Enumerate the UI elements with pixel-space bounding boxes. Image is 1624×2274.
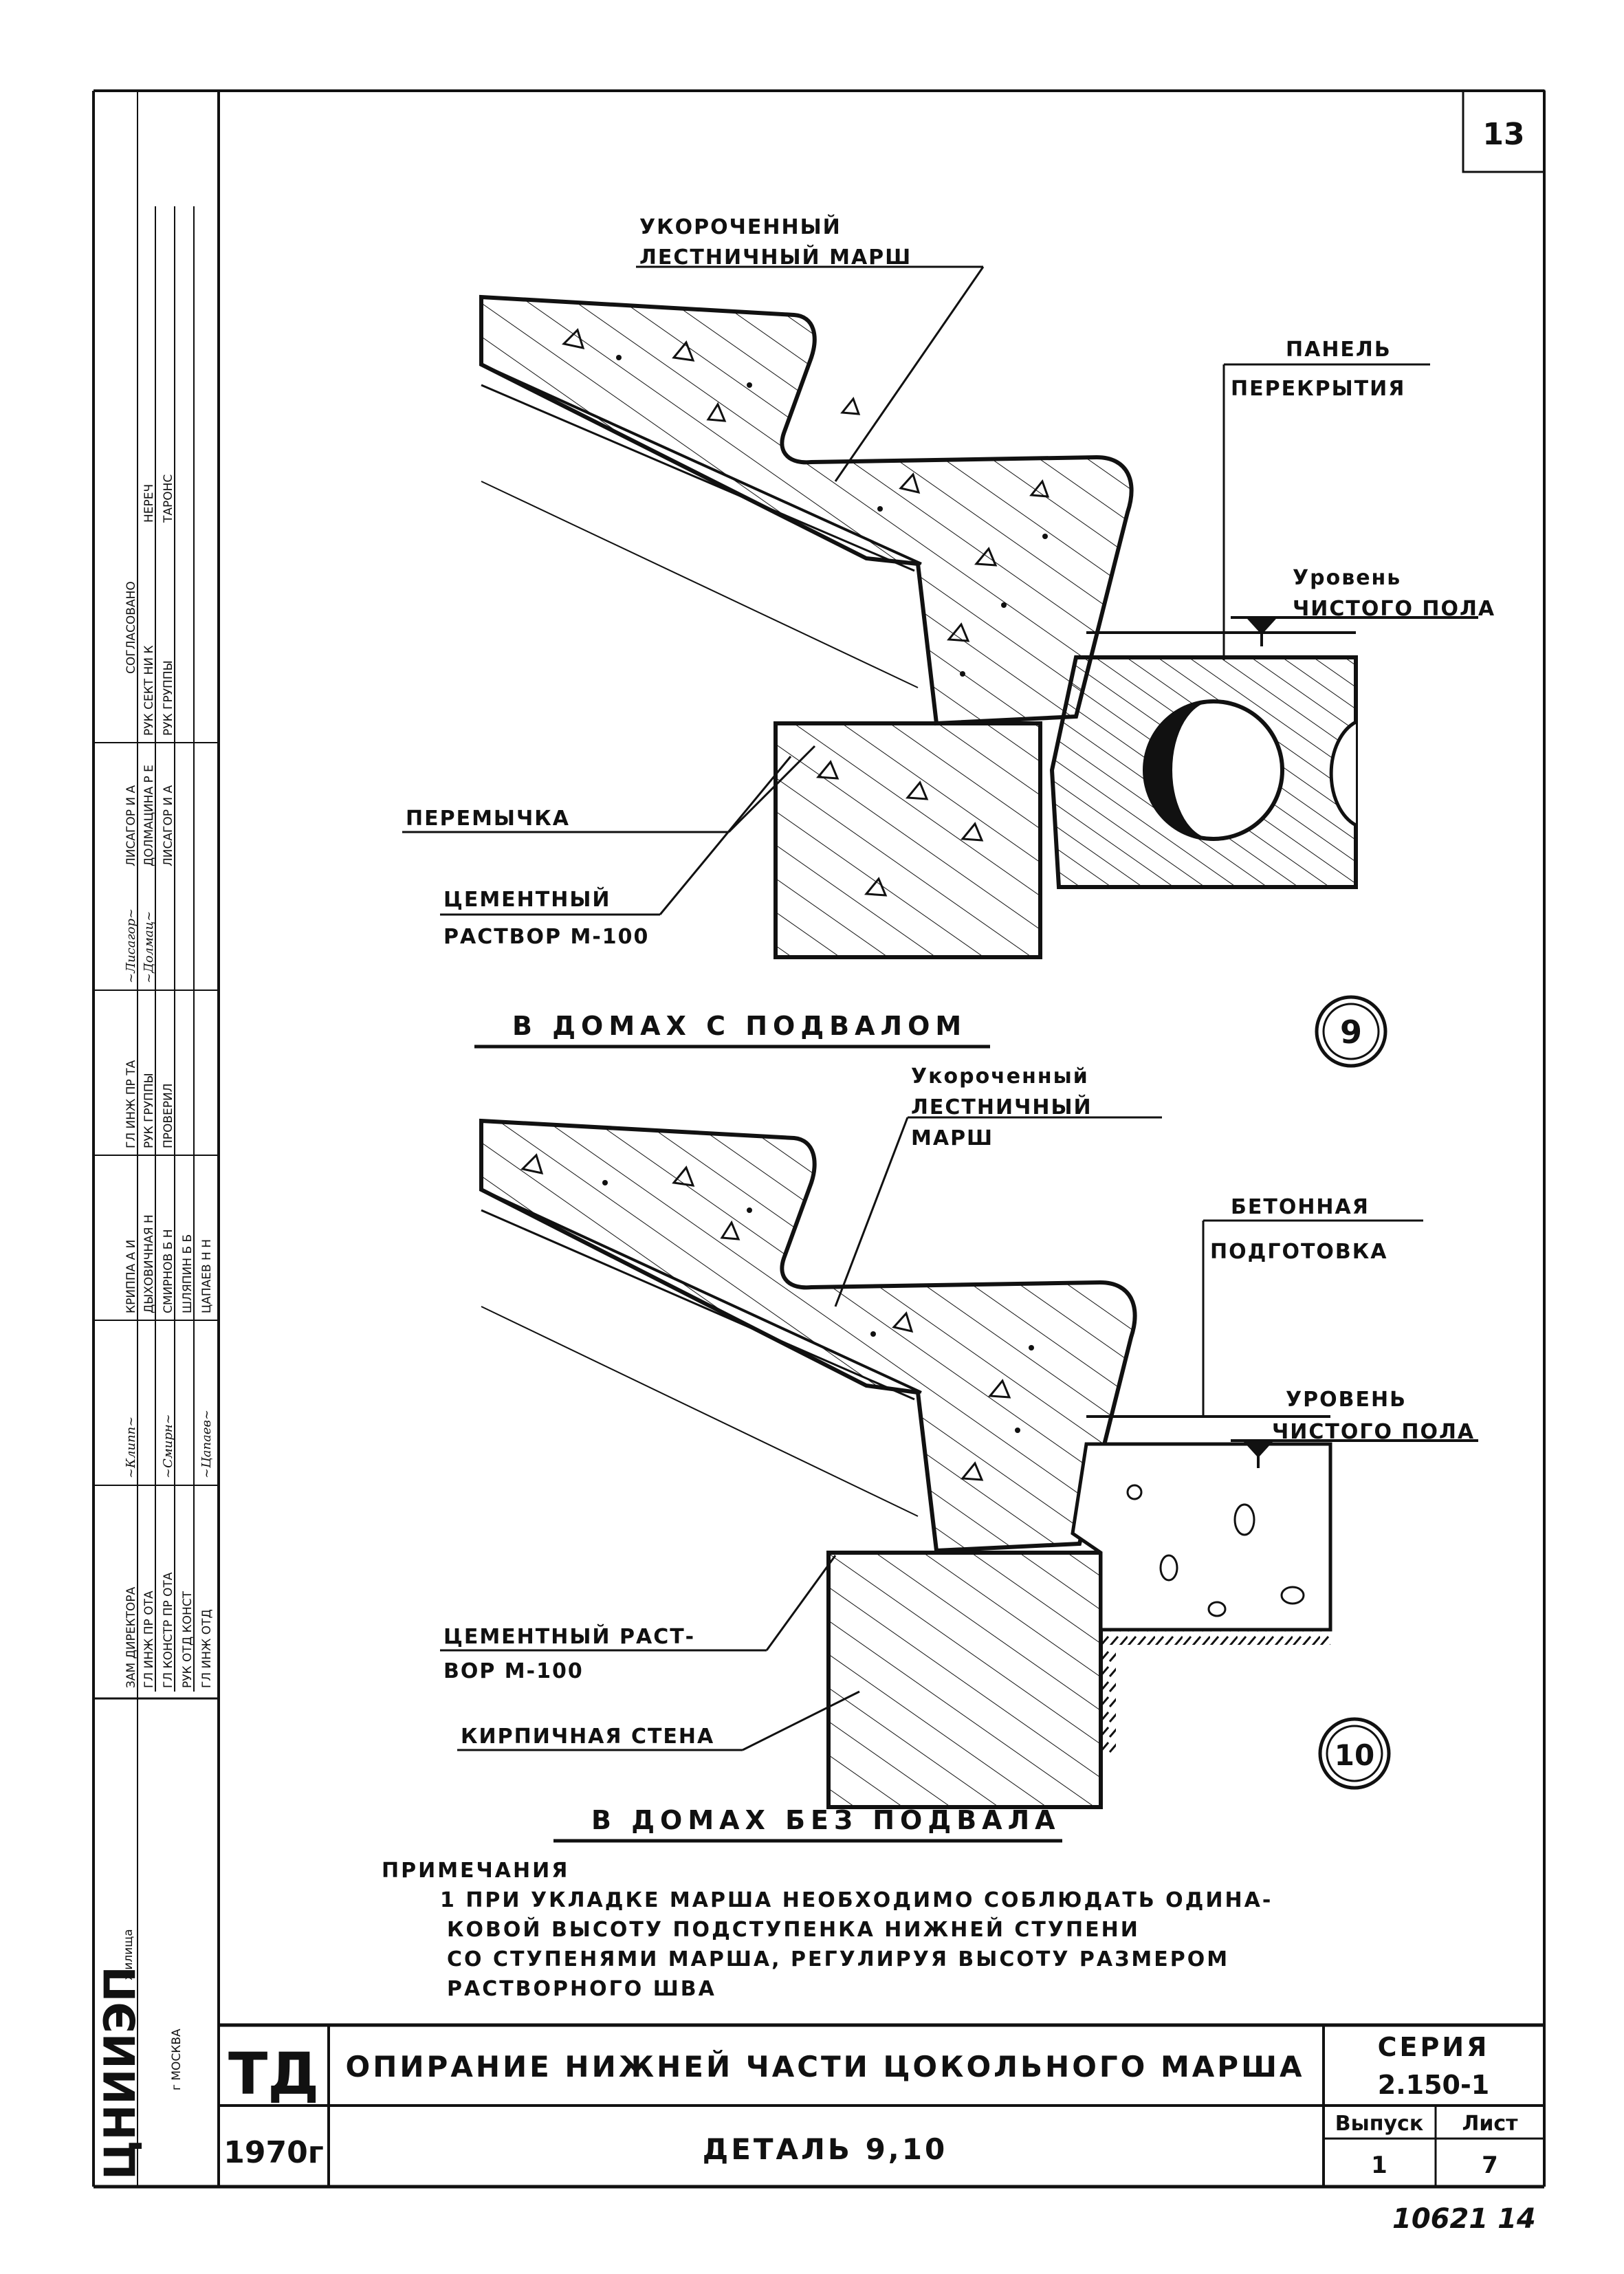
signature-3: ~Цапаев~ <box>199 1410 214 1478</box>
d9-label-stair-2: ЛЕСТНИЧНЫЙ МАРШ <box>639 245 912 270</box>
d10-caption: В ДОМАХ БЕЗ ПОДВАЛА <box>591 1805 1061 1835</box>
name-3: СМИРНОВ Б Н <box>162 1229 175 1313</box>
issue-value: 1 <box>1371 2152 1387 2179</box>
note-line-4: РАСТВОРНОГО ШВА <box>447 1977 716 2001</box>
handwritten-number: 10621 14 <box>1392 2203 1536 2235</box>
note-line-1: 1 ПРИ УКЛАДКЕ МАРША НЕОБХОДИМО СОБЛЮДАТЬ… <box>440 1888 1273 1912</box>
d9-label-lintel: ПЕРЕМЫЧКА <box>406 807 570 831</box>
d9-caption: В ДОМАХ С ПОДВАЛОМ <box>512 1011 967 1041</box>
title-block <box>219 2023 1544 2187</box>
detail-10-drawing: Укороченный ЛЕСТНИЧНЫЙ МАРШ БЕТОННАЯ ПОД… <box>440 1064 1478 1843</box>
role2-2: РУК ГРУППЫ <box>142 1073 156 1148</box>
agreed-col-1: НЕРЕЧ <box>142 484 156 523</box>
name2-2: ДОЛМАЦИНА Р Е <box>142 765 156 866</box>
d10-label-wall: КИРПИЧНАЯ СТЕНА <box>461 1725 714 1749</box>
d10-label-mortar-2: ВОР М-100 <box>443 1659 584 1683</box>
d10-label-mortar-1: ЦЕМЕНТНЫЙ РАСТ- <box>443 1624 695 1649</box>
role2-3: ПРОВЕРИЛ <box>162 1083 175 1148</box>
drawing-title: ОПИРАНИЕ НИЖНЕЙ ЧАСТИ ЦОКОЛЬНОГО МАРША <box>346 2049 1305 2084</box>
signature-4: ~Лисагор~ <box>124 908 138 983</box>
note-line-2: КОВОЙ ВЫСОТУ ПОДСТУПЕНКА НИЖНЕЙ СТУПЕНИ <box>447 1917 1140 1942</box>
d9-marker: 9 <box>1340 1014 1362 1051</box>
signature-1: ~Клипп~ <box>124 1417 138 1478</box>
institute-sub: жилища <box>122 1929 135 1980</box>
name-1: КРИППА А И <box>124 1240 138 1313</box>
role2-1: ГЛ ИНЖ ПР ТА <box>124 1060 138 1148</box>
role-5: ГЛ ИНЖ ОТД <box>200 1609 214 1688</box>
signature-5: ~Долмац~ <box>142 911 156 983</box>
agreed-col-2: ТАРОНС <box>162 474 175 523</box>
d9-label-stair-1: УКОРОЧЕННЫЙ <box>639 215 842 239</box>
agreed-role-1: РУК СЕКТ НИ К <box>142 645 156 736</box>
name-2: ДЫХОВИЧНАЯ Н <box>142 1214 156 1313</box>
d10-label-level-1: УРОВЕНЬ <box>1286 1388 1407 1412</box>
d9-label-mortar-1: ЦЕМЕНТНЫЙ <box>443 887 611 912</box>
name2-1: ЛИСАГОР И А <box>124 785 138 866</box>
note-line-3: СО СТУПЕНЯМИ МАРША, РЕГУЛИРУЯ ВЫСОТУ РАЗ… <box>447 1947 1229 1971</box>
d10-label-stair-3: МАРШ <box>911 1126 994 1150</box>
agreed-role-2: РУК ГРУППЫ <box>162 660 175 736</box>
sheet-frame <box>92 89 1546 2189</box>
name2-3: ЛИСАГОР И А <box>162 785 175 866</box>
d10-label-stair-1: Укороченный <box>911 1064 1089 1089</box>
d9-label-level-1: Уровень <box>1293 566 1401 590</box>
role-2: ГЛ ИНЖ ПР ОТА <box>142 1590 156 1688</box>
year: 1970г <box>223 2135 323 2170</box>
d9-label-level-2: ЧИСТОГО ПОЛА <box>1293 597 1495 621</box>
d10-label-level-2: ЧИСТОГО ПОЛА <box>1272 1420 1475 1444</box>
signature-2: ~Смирн~ <box>161 1414 175 1478</box>
d9-label-panel-1: ПАНЕЛЬ <box>1286 338 1392 362</box>
detail-9-drawing: УКОРОЧЕННЫЙ ЛЕСТНИЧНЫЙ МАРШ ПАНЕЛЬ ПЕРЕК… <box>402 215 1495 1068</box>
d10-label-stair-2: ЛЕСТНИЧНЫЙ <box>911 1095 1093 1119</box>
role-4: РУК ОТД КОНСТ <box>181 1590 195 1688</box>
city-name: г МОСКВА <box>170 2029 184 2090</box>
d10-label-concrete-1: БЕТОННАЯ <box>1231 1195 1370 1219</box>
agreed-heading: СОГЛАСОВАНО <box>124 581 138 674</box>
d9-label-panel-2: ПЕРЕКРЫТИЯ <box>1231 377 1405 401</box>
d10-marker: 10 <box>1335 1738 1374 1772</box>
name-5: ЦАПАЕВ Н Н <box>200 1239 214 1313</box>
sheet-number: 13 <box>1482 117 1524 152</box>
notes: ПРИМЕЧАНИЯ 1 ПРИ УКЛАДКЕ МАРША НЕОБХОДИМ… <box>382 1859 1273 2001</box>
d9-marker-circle <box>1315 995 1387 1068</box>
org-code: ТД <box>228 2040 319 2108</box>
d10-label-concrete-2: ПОДГОТОВКА <box>1210 1240 1388 1264</box>
sheet-value: 7 <box>1482 2152 1498 2179</box>
sheet-label: Лист <box>1462 2112 1518 2136</box>
role-1: ЗАМ ДИРЕКТОРА <box>124 1586 138 1688</box>
issue-label: Выпуск <box>1335 2112 1423 2136</box>
role-3: ГЛ КОНСТР ПР ОТА <box>162 1572 175 1688</box>
name-4: ШЛЯПИН Б Б <box>181 1234 195 1313</box>
series-label: СЕРИЯ <box>1378 2032 1490 2062</box>
sidebar-roles: ЗАМ ДИРЕКТОРА ГЛ ИНЖ ПР ОТА ГЛ КОНСТР ПР… <box>95 474 214 2180</box>
d9-label-mortar-2: РАСТВОР М-100 <box>443 925 649 949</box>
drawing-subtitle: ДЕТАЛЬ 9,10 <box>703 2132 947 2166</box>
d10-marker-circle <box>1318 1717 1391 1790</box>
series-value: 2.150-1 <box>1378 2070 1489 2100</box>
approval-sidebar <box>94 91 219 2187</box>
notes-heading: ПРИМЕЧАНИЯ <box>382 1859 569 1883</box>
institute-name: ЦНИИЭП <box>95 1966 145 2180</box>
